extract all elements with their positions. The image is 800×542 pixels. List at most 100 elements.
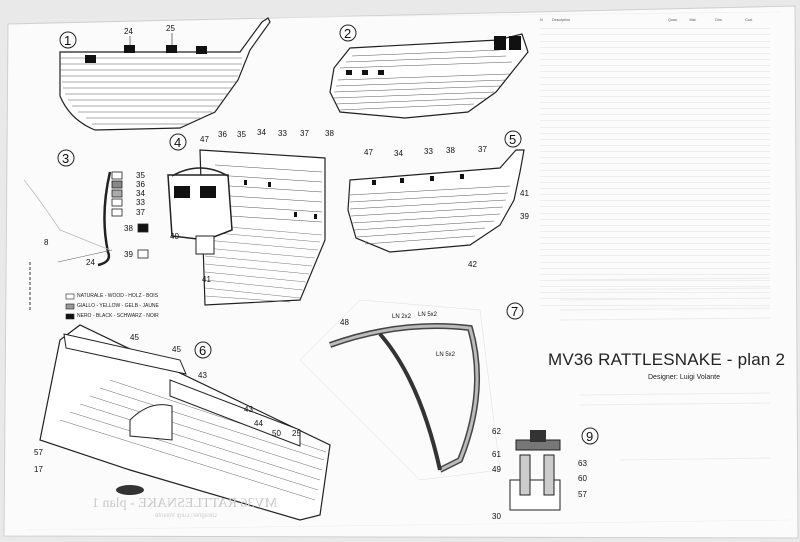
part-label: 45	[130, 333, 139, 342]
legend-natural: NATURALE - WOOD - HOLZ - BOIS	[77, 293, 159, 299]
part-label: 34	[257, 128, 266, 137]
parts-table-row	[540, 85, 770, 91]
part-label: 48	[340, 318, 349, 327]
parts-table-row	[540, 244, 770, 251]
part-label: 25	[292, 429, 301, 438]
figure-number: 2	[344, 26, 351, 41]
parts-table-row	[540, 60, 770, 67]
figure-5-hull: 5 47 34 33 38 37 41 39 42	[347, 130, 529, 269]
part-label: 39	[124, 250, 133, 259]
parts-table-row	[540, 214, 770, 220]
parts-table-row	[540, 35, 770, 42]
figure-7-frame: 7 48 LN 2x2 LN 5x2 LN 5x2	[299, 299, 524, 481]
part-label: 36	[136, 180, 145, 189]
part-label: 39	[520, 212, 529, 221]
part-label: 45	[172, 345, 181, 354]
part-label: 44	[254, 419, 263, 428]
parts-table-row	[540, 109, 770, 116]
figure-4-bow: 4 47 36 35 34 33 37 38 40 41	[167, 128, 334, 306]
parts-table-row	[540, 293, 770, 300]
parts-table-row	[540, 299, 770, 306]
parts-table-row	[540, 23, 770, 30]
figure-number: 7	[511, 304, 518, 319]
parts-table-row	[540, 66, 770, 73]
part-label: 57	[34, 448, 43, 457]
part-label: 8	[44, 238, 49, 247]
parts-table-row	[540, 115, 770, 122]
figure-9-bitt: 9 62 61 49 63 60 57 30	[492, 427, 599, 521]
part-label: 43	[198, 371, 207, 380]
parts-table-row	[540, 134, 770, 140]
figure-3-section: 3 35 36 34 33 37 38 39 24 8	[23, 149, 149, 310]
part-label: 34	[394, 149, 403, 158]
parts-table-row	[540, 220, 770, 226]
parts-table-row	[540, 164, 770, 171]
part-label: 33	[278, 129, 287, 138]
parts-table-row	[540, 263, 770, 269]
figure-number: 3	[62, 151, 69, 166]
figure-number: 9	[586, 429, 593, 444]
parts-table-row	[540, 158, 770, 165]
parts-table-row	[540, 72, 770, 79]
parts-table-row	[540, 152, 770, 159]
part-label: 61	[492, 450, 501, 459]
figure-6-deck: 6 45 45 43 43 44 50 25 57 17	[34, 324, 331, 521]
legend-yellow: GIALLO - YELLOW - GELB - JAUNE	[77, 303, 159, 309]
show-through-title: MV36 RATTLESNAKE - plan 1	[92, 496, 278, 511]
part-label: 38	[325, 129, 334, 138]
part-label: 57	[578, 490, 587, 499]
figure-number: 5	[509, 132, 516, 147]
show-through-lines	[559, 277, 771, 461]
part-label: 42	[468, 260, 477, 269]
parts-table-header: N Description Quan. Mat. Dim. Cod.	[540, 18, 753, 22]
part-label: 25	[166, 24, 175, 33]
part-label: 40	[170, 232, 179, 241]
part-label: 50	[272, 429, 281, 438]
parts-table-row	[540, 177, 770, 183]
part-label: 62	[492, 427, 501, 436]
parts-table-row	[540, 201, 770, 208]
part-label: 34	[136, 189, 145, 198]
parts-table-row	[540, 91, 770, 97]
part-label: 38	[446, 146, 455, 155]
parts-table-row	[540, 140, 770, 146]
part-label: LN 2x2	[392, 314, 412, 320]
part-label: 24	[86, 258, 95, 267]
part-label: 17	[34, 465, 43, 474]
parts-table-row	[540, 29, 770, 36]
parts-table-row	[540, 103, 770, 110]
part-label: 37	[300, 129, 309, 138]
part-label: 35	[136, 171, 145, 180]
figure-2-hull: 2	[329, 24, 529, 119]
part-label: 37	[478, 145, 487, 154]
figure-number: 4	[174, 135, 181, 150]
part-label: 38	[124, 224, 133, 233]
parts-table-row	[540, 256, 770, 263]
parts-table-rows	[540, 23, 770, 306]
part-label: 49	[492, 465, 501, 474]
part-label: 41	[520, 189, 529, 198]
part-label: 24	[124, 27, 133, 36]
parts-table-row	[540, 78, 770, 85]
figure-1-hull: 1 24 25	[59, 17, 271, 131]
part-label: LN 5x2	[436, 352, 456, 358]
part-label: 36	[218, 130, 227, 139]
parts-table-row	[540, 226, 770, 232]
parts-table-row	[540, 183, 770, 189]
figure-number: 1	[64, 33, 71, 48]
parts-table-row	[540, 189, 770, 196]
part-label: 43	[244, 405, 253, 414]
part-label: 33	[136, 198, 145, 207]
parts-table: N Description Quan. Mat. Dim. Cod.	[540, 18, 770, 306]
parts-table-row	[540, 207, 770, 214]
figure-number: 6	[199, 343, 206, 358]
parts-table-row	[540, 121, 770, 128]
parts-table-row	[540, 287, 770, 294]
parts-table-row	[540, 97, 770, 103]
colour-legend	[65, 293, 75, 320]
part-label: 47	[200, 135, 209, 144]
parts-table-row	[540, 54, 770, 60]
part-label: 37	[136, 208, 145, 217]
parts-table-row	[540, 269, 770, 275]
